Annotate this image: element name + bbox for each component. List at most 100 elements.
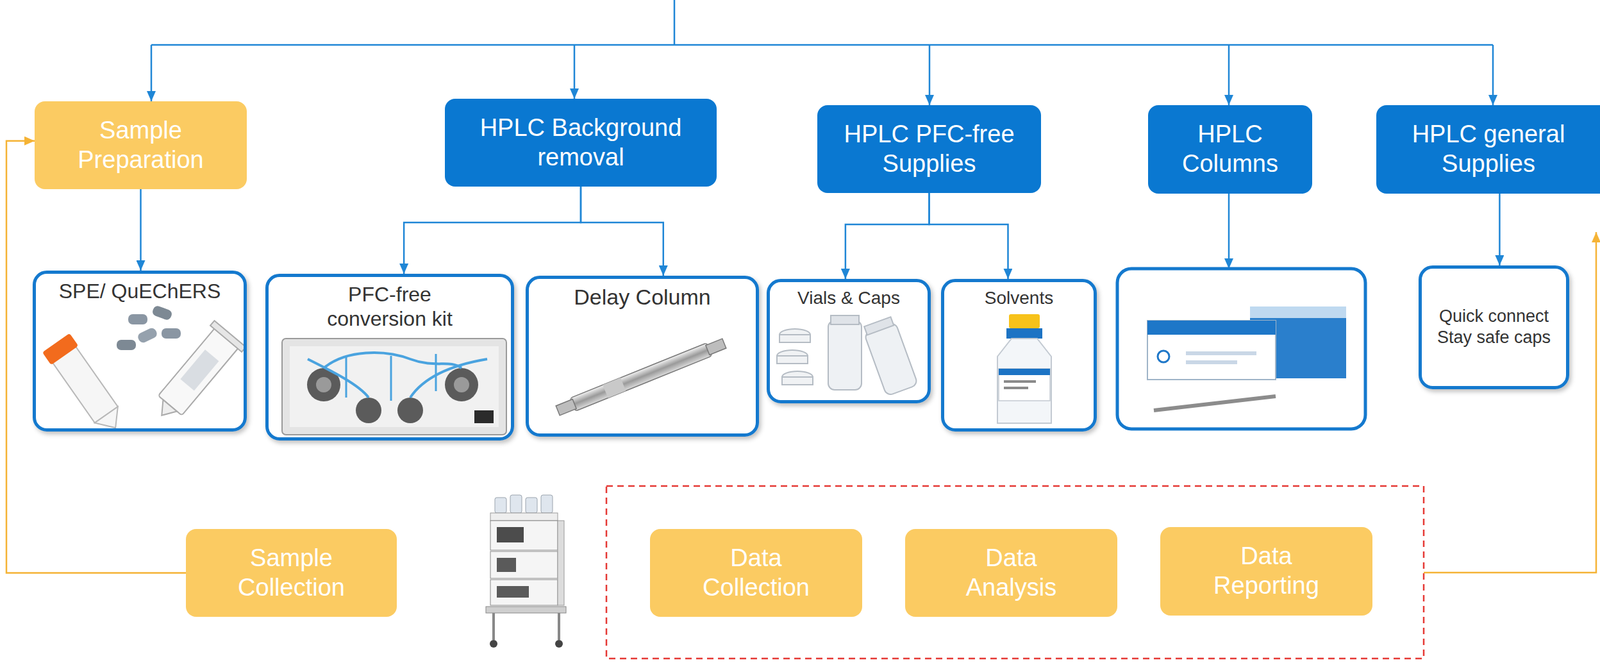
solvent-bottle-picture [998, 368, 1050, 401]
box-label: Quick connect Stay safe caps [1430, 305, 1559, 348]
box-label: Data Collection [702, 543, 810, 602]
product-box: Delay Column [525, 275, 759, 437]
box-label: HPLC PFC-free Supplies [830, 119, 1029, 179]
box-label: Vials & Caps [797, 287, 900, 309]
connector [403, 186, 581, 274]
product-box: PFC-free conversion kit [265, 273, 515, 441]
spe-quechers-picture [136, 326, 159, 344]
product-box: SPE/ QuEChERS [32, 270, 247, 432]
spe-quechers-picture [180, 349, 219, 391]
trunk-lines [928, 44, 931, 106]
columns-box [1147, 320, 1276, 380]
box-label: HPLC Background removal [457, 113, 704, 172]
conversion-kit-picture [355, 397, 382, 424]
box-label: HPLC Columns [1182, 119, 1279, 179]
stage-box: Sample Collection [185, 528, 397, 617]
stage-box: Sample Preparation [34, 101, 247, 190]
box-label: HPLC general Supplies [1389, 119, 1588, 179]
box-label: Sample Preparation [77, 116, 204, 175]
lc-instrument [510, 494, 522, 513]
box-label: Delay Column [573, 283, 711, 311]
conversion-kit-picture [323, 352, 462, 368]
conversion-kit-picture [316, 376, 332, 393]
vials-caps-picture [864, 316, 894, 335]
lc-instrument [525, 497, 538, 513]
spe-quechers-picture [151, 304, 174, 321]
trunk-lines [1228, 44, 1231, 106]
conversion-kit-picture [289, 346, 499, 427]
box-label: Solvents [984, 287, 1054, 309]
spe-quechers-picture [116, 339, 136, 350]
stage-box: Data Collection [650, 528, 863, 617]
lc-instrument [496, 557, 517, 572]
solvent-bottle-picture [1006, 328, 1043, 339]
box-label: PFC-free conversion kit [309, 282, 470, 332]
conversion-kit-picture [282, 338, 507, 435]
delay-column-picture [602, 377, 626, 399]
connector [929, 192, 1009, 279]
connector [1498, 193, 1501, 266]
box-label: SPE/ QuEChERS [58, 278, 222, 304]
columns-box [1153, 396, 1276, 411]
connector [580, 186, 664, 276]
box-label: Sample Collection [237, 543, 345, 602]
vials-caps-picture [830, 315, 859, 325]
columns-box [1250, 306, 1347, 318]
delay-column-picture [555, 336, 727, 417]
spe-quechers-picture [52, 346, 118, 423]
spe-quechers-picture [155, 399, 177, 421]
connector [845, 192, 930, 279]
vials-caps-picture [779, 334, 811, 343]
solvent-bottle-picture [998, 368, 1050, 375]
trunk-lines [150, 44, 153, 102]
spe-quechers-picture [210, 320, 246, 352]
conversion-kit-picture [346, 353, 436, 401]
delay-column-picture [569, 342, 712, 412]
columns-box [1147, 320, 1276, 335]
connector [139, 189, 142, 271]
solvent-bottle-picture [1008, 314, 1040, 329]
conversion-kit-picture [397, 397, 424, 424]
delay-column-picture [555, 336, 727, 417]
category-box: HPLC Columns [1148, 105, 1313, 194]
columns-box [1185, 351, 1257, 356]
solvent-bottle-picture [1003, 386, 1029, 390]
lc-instrument [485, 606, 567, 613]
category-box: HPLC general Supplies [1376, 105, 1600, 194]
vials-caps-picture [776, 315, 918, 397]
trunk-lines [151, 0, 1493, 269]
trunk-lines [673, 0, 676, 45]
spe-quechers-picture [128, 314, 148, 325]
conversion-kit-picture [453, 376, 470, 393]
vials-caps-picture [861, 316, 918, 397]
box-label: Data Analysis [966, 543, 1058, 602]
spe-quechers-picture [146, 320, 247, 429]
trunk-lines [1228, 193, 1231, 269]
solvent-bottle-picture [997, 338, 1052, 424]
lc-instrument [557, 612, 561, 640]
category-box: HPLC PFC-free Supplies [817, 105, 1042, 193]
lc-instrument [541, 494, 553, 513]
columns-box [1117, 268, 1366, 429]
lc-instrument [489, 639, 498, 648]
trunk-lines [1492, 44, 1495, 106]
conversion-kit-picture [307, 358, 488, 398]
vials-caps-picture [776, 355, 808, 364]
spe-quechers-picture [42, 333, 79, 365]
lc-instrument [496, 526, 524, 543]
box-label: Data Reporting [1213, 541, 1320, 600]
lc-instrument [490, 551, 558, 579]
product-box: Quick connect Stay safe caps [1418, 265, 1570, 390]
lc-instrument [494, 497, 507, 513]
conversion-kit-picture [474, 410, 494, 424]
lc-instrument [557, 520, 565, 606]
vials-caps-picture [782, 376, 813, 385]
lc-instrument [496, 585, 529, 598]
lc-instrument [555, 639, 563, 648]
solvent-bottle-picture [1003, 380, 1036, 383]
vials-caps-picture [828, 320, 862, 390]
spe-quechers-picture [42, 304, 247, 438]
lc-instrument [492, 612, 495, 640]
conversion-kit-picture [444, 367, 479, 402]
